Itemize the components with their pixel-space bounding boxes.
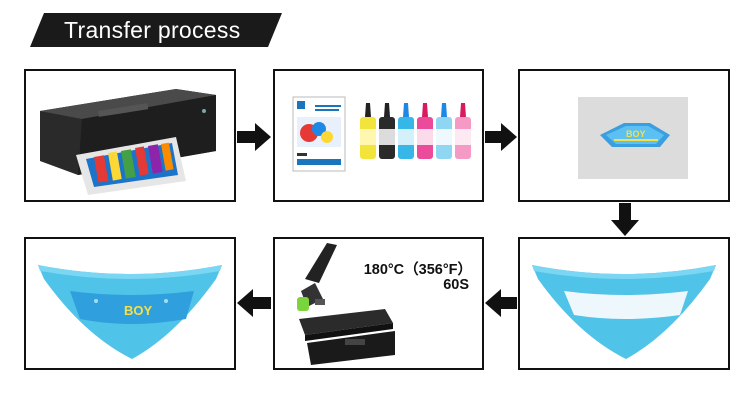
title-banner: Transfer process <box>30 13 282 47</box>
blank-bib-image <box>532 265 716 359</box>
step-finished-bib-panel: BOY <box>24 237 236 370</box>
arrow-right-icon-2 <box>485 123 517 151</box>
bib-print-text: BOY <box>124 303 153 318</box>
transfer-print-text: BOY <box>626 129 646 139</box>
title-banner-shape <box>30 13 282 47</box>
step-materials-panel <box>273 69 484 202</box>
printer-image <box>40 89 216 195</box>
arrow-down-icon <box>611 203 639 236</box>
step-printed-transfer-panel: BOY <box>518 69 730 202</box>
time-label: 60S <box>443 277 469 293</box>
page-title: Transfer process <box>64 17 241 43</box>
arrow-left-icon-2 <box>237 289 271 317</box>
paper-and-ink-bottles-image <box>292 96 471 172</box>
step-blank-bib-panel <box>518 237 730 370</box>
printed-transfer-paper-image: BOY <box>578 97 688 179</box>
step-print-panel <box>24 69 236 202</box>
temperature-label: 180°C（356°F） <box>363 262 472 278</box>
heat-press-machine-image <box>297 243 395 365</box>
arrow-left-icon-1 <box>485 289 517 317</box>
arrow-right-icon-1 <box>237 123 271 151</box>
step-heat-press-panel: 180°C（356°F） 60S <box>273 237 484 370</box>
printed-bib-image: BOY <box>38 265 222 359</box>
